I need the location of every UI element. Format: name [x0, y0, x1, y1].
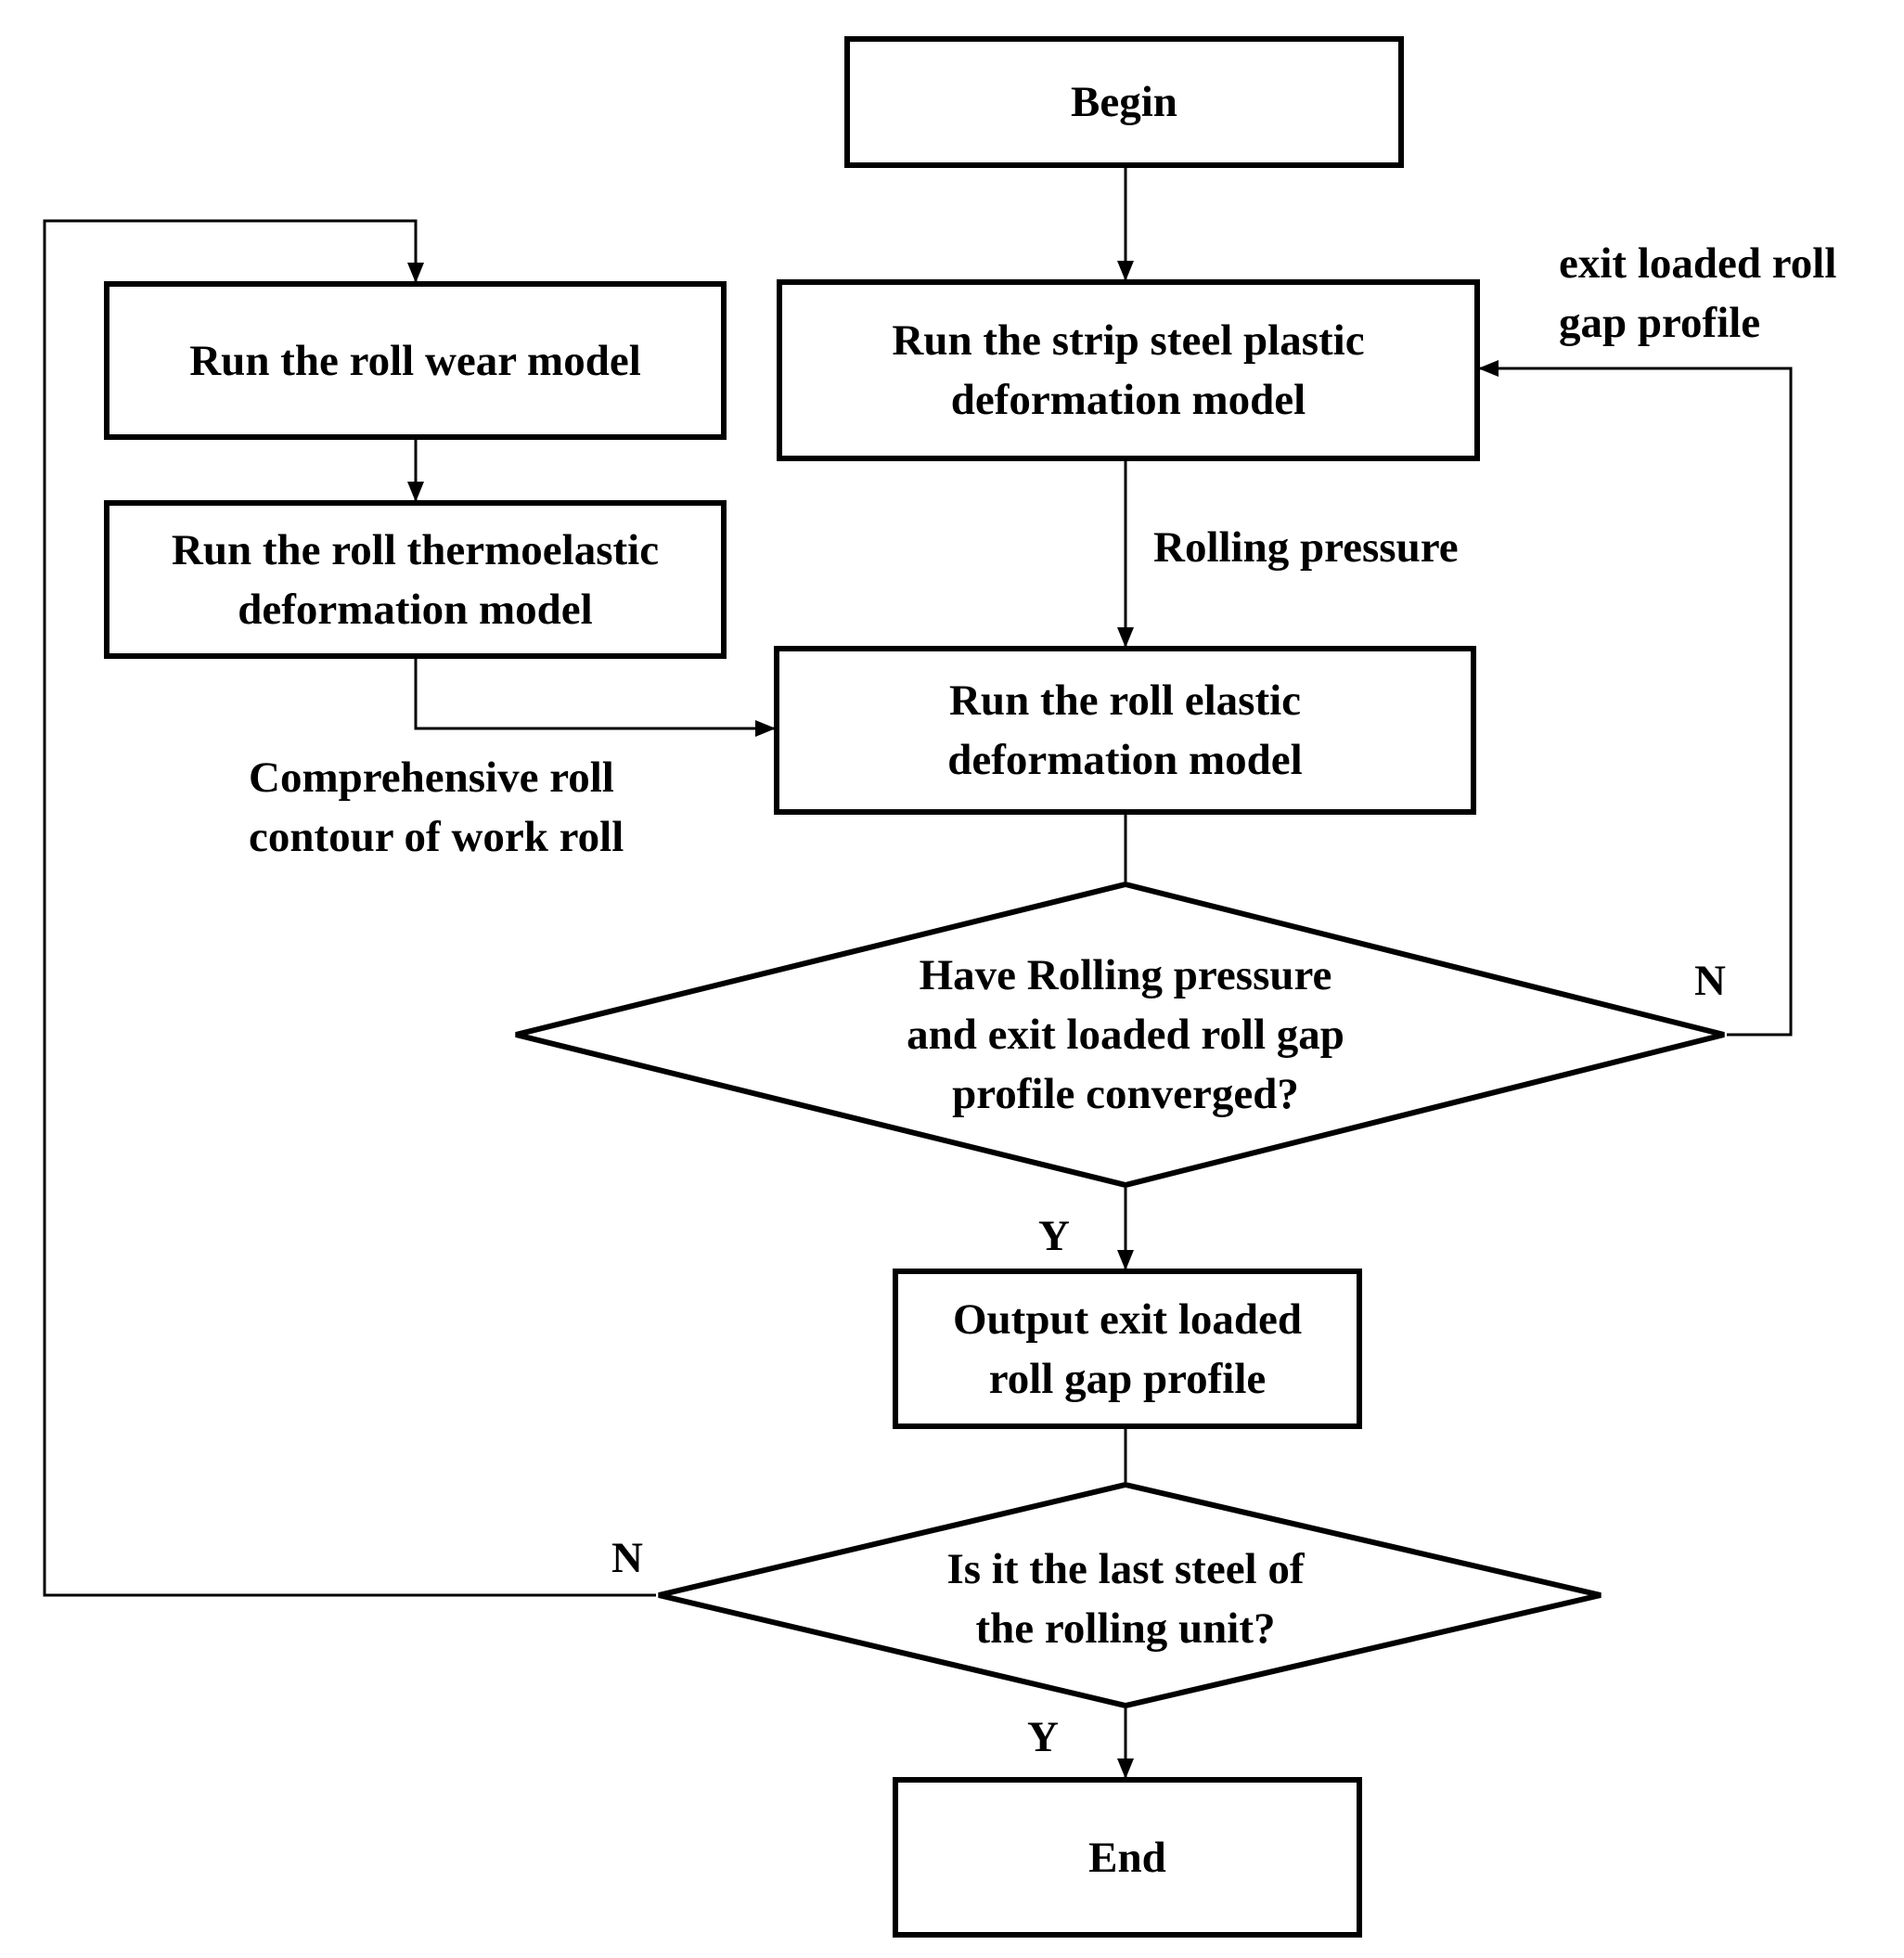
- rolling-pressure-edge-label: Rolling pressure: [1153, 518, 1459, 577]
- exit-profile-edge-label: exit loaded roll gap profile: [1559, 234, 1836, 353]
- end-label: End: [1088, 1833, 1166, 1882]
- begin-box: [844, 36, 1404, 168]
- edge-thermoelastic-to-elastic: [414, 659, 776, 737]
- converged-label-line-1: Have Rolling pressure: [919, 951, 1332, 999]
- end-box: [893, 1777, 1362, 1938]
- converged-yes-label: Y: [1038, 1206, 1070, 1266]
- end-node: End: [895, 1780, 1359, 1935]
- last-steel-yes-label: Y: [1027, 1707, 1059, 1767]
- strip-plastic-box: [777, 279, 1480, 461]
- thermoelastic-label-line-1: Run the roll thermoelastic: [171, 525, 660, 574]
- thermoelastic-label-line-2: deformation model: [238, 585, 593, 634]
- exit-profile-line-2: gap profile: [1559, 299, 1761, 347]
- converged-node: Have Rolling pressure and exit loaded ro…: [789, 939, 1462, 1130]
- thermoelastic-node: Run the roll thermoelastic deformation m…: [107, 503, 724, 656]
- roll-wear-box: [104, 281, 727, 440]
- strip-plastic-node: Run the strip steel plastic deformation …: [779, 282, 1477, 458]
- converged-yes-text: Y: [1038, 1212, 1070, 1260]
- roll-elastic-node: Run the roll elastic deformation model: [777, 649, 1473, 812]
- roll-elastic-box: [774, 646, 1476, 815]
- converged-label-line-3: profile converged?: [952, 1070, 1299, 1118]
- converged-no-text: N: [1694, 957, 1726, 1005]
- output-node: Output exit loaded roll gap profile: [895, 1271, 1359, 1426]
- comprehensive-line-1: Comprehensive roll: [249, 754, 614, 802]
- comprehensive-edge-label: Comprehensive roll contour of work roll: [249, 748, 624, 867]
- comprehensive-line-2: contour of work roll: [249, 813, 624, 861]
- begin-node: Begin: [847, 39, 1401, 165]
- thermoelastic-box: [104, 500, 727, 659]
- last-steel-label-line-1: Is it the last steel of: [946, 1545, 1305, 1593]
- output-box: [893, 1269, 1362, 1429]
- converged-diamond: [515, 881, 1725, 1189]
- last-steel-no-text: N: [611, 1534, 643, 1582]
- converged-no-label: N: [1694, 951, 1726, 1011]
- last-steel-diamond: [658, 1481, 1602, 1709]
- converged-label-line-2: and exit loaded roll gap: [907, 1011, 1344, 1059]
- strip-plastic-label-line-1: Run the strip steel plastic: [892, 316, 1365, 365]
- output-label-line-2: roll gap profile: [988, 1354, 1267, 1403]
- roll-wear-node: Run the roll wear model: [107, 284, 724, 437]
- last-steel-yes-text: Y: [1027, 1713, 1059, 1761]
- roll-elastic-label-line-1: Run the roll elastic: [948, 676, 1302, 725]
- last-steel-no-label: N: [611, 1528, 643, 1588]
- strip-plastic-label-line-2: deformation model: [950, 376, 1306, 424]
- roll-elastic-label-line-2: deformation model: [947, 736, 1303, 784]
- last-steel-node: Is it the last steel of the rolling unit…: [847, 1536, 1404, 1662]
- edge-converged-no-loop: [1478, 360, 1793, 1037]
- exit-profile-line-1: exit loaded roll: [1559, 239, 1837, 288]
- edge-last-no-loop: [43, 219, 656, 1597]
- roll-wear-label: Run the roll wear model: [189, 336, 641, 385]
- output-label-line-1: Output exit loaded: [952, 1295, 1303, 1344]
- rolling-pressure-line-1: Rolling pressure: [1153, 523, 1459, 572]
- last-steel-label-line-2: the rolling unit?: [975, 1604, 1276, 1653]
- begin-label: Begin: [1071, 78, 1177, 126]
